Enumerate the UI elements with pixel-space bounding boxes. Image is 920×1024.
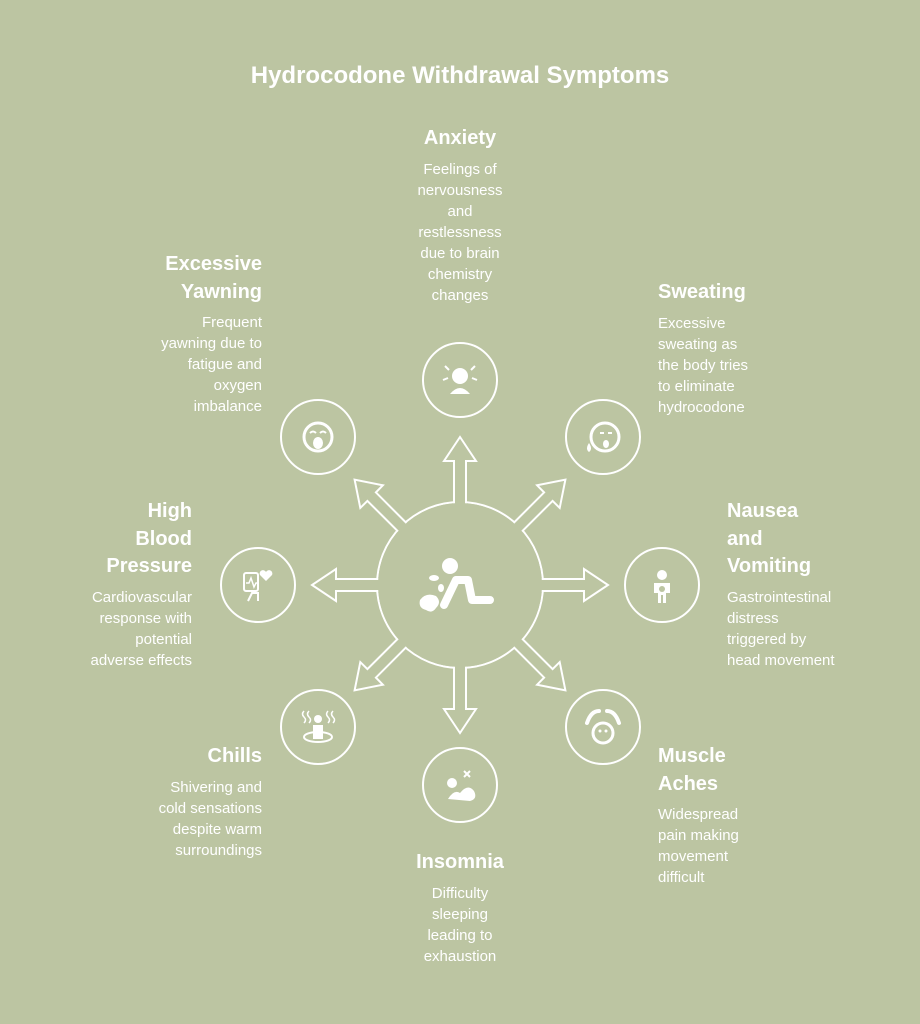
symptom-description: Shivering and cold sensations despite wa… — [158, 778, 262, 859]
sweating-face-icon — [565, 399, 641, 475]
sleepless-person-icon — [422, 747, 498, 823]
symptom-title: Chills — [207, 745, 262, 767]
hub-circle-fill — [378, 503, 542, 667]
symptom-title: Sweating — [658, 281, 746, 303]
symptom-description: Frequent yawning due to fatigue and oxyg… — [161, 314, 262, 415]
pained-face-icon — [565, 689, 641, 765]
diagram-title: Hydrocodone Withdrawal Symptoms — [250, 62, 670, 89]
symptom-description: Gastrointestinal distress triggered by h… — [727, 588, 835, 669]
symptom-description: Cardiovascular response with potential a… — [90, 588, 192, 669]
shivering-person-icon — [280, 689, 356, 765]
symptom-description: Feelings of nervousness and restlessness… — [417, 160, 503, 304]
symptom-description: Excessive sweating as the body tries to … — [658, 314, 749, 416]
symptom-description: Difficulty sleeping leading to exhaustio… — [423, 884, 497, 965]
nauseous-person-icon — [624, 547, 700, 623]
symptom-title: Muscle Aches — [658, 745, 726, 795]
symptom-title: Excessive Yawning — [165, 253, 262, 303]
yawning-face-icon — [280, 399, 356, 475]
symptom-title: High Blood Pressure — [106, 500, 192, 577]
symptom-title: Insomnia — [416, 851, 504, 873]
anxious-person-icon — [422, 342, 498, 418]
symptom-title: Anxiety — [423, 127, 497, 149]
symptom-description: Widespread pain making movement difficul… — [658, 806, 739, 886]
heart-monitor-icon — [220, 547, 296, 623]
symptom-title: Nausea and Vomiting — [727, 500, 812, 577]
vomiting-person-icon — [419, 558, 494, 612]
